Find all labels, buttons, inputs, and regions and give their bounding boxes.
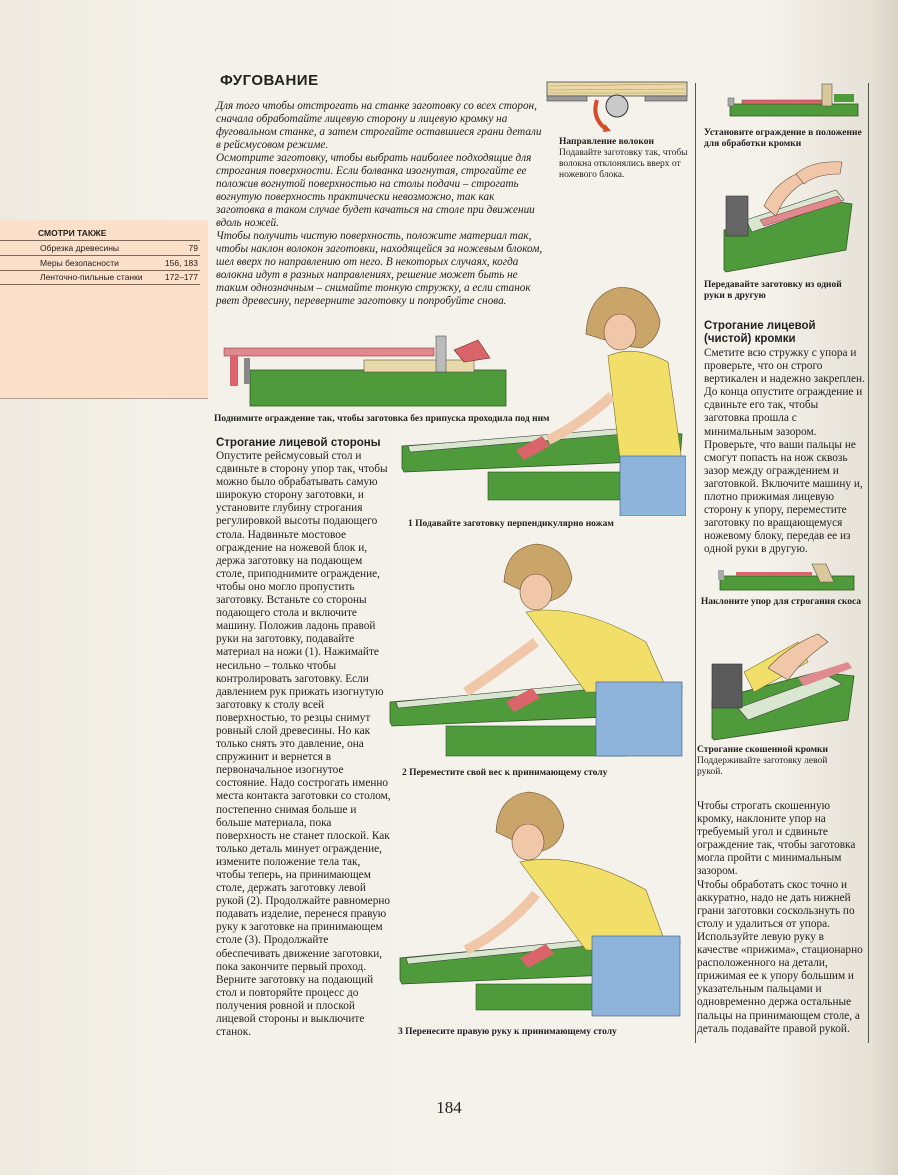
see-also-item[interactable]: Обрезка древесины 79	[40, 243, 198, 253]
divider	[0, 240, 200, 241]
see-also-pages: 156, 183	[164, 258, 198, 268]
bevel-caption-title: Строгание скошенной кромки	[697, 745, 828, 755]
grain-heading: Направление волокон	[559, 137, 654, 147]
hand-to-hand-illustration	[723, 161, 853, 273]
column-rule	[695, 83, 696, 1043]
step-1-illustration	[401, 287, 686, 516]
step-3-illustration	[399, 791, 681, 1017]
step-3-caption: 3 Перенесите правую руку к принимающему …	[398, 1027, 617, 1037]
tilt-fence-caption: Наклоните упор для строгания скоса	[700, 597, 862, 607]
fence-edge-caption: Установите ограждение в положение для об…	[704, 128, 862, 149]
column-rule	[868, 83, 869, 1043]
see-also-box: СМОТРИ ТАКЖЕ Обрезка древесины 79 Меры б…	[0, 220, 208, 399]
grain-direction-illustration	[546, 81, 688, 132]
bevel-body: Чтобы строгать скошенную кромку, наклони…	[697, 800, 865, 1036]
step-2-caption: 2 Переместите свой вес к принимающему ст…	[402, 768, 608, 778]
see-also-item[interactable]: Меры безопасности 156, 183	[40, 258, 198, 268]
fence-raise-illustration	[223, 335, 507, 407]
fence-raise-caption: Поднимите ограждение так, чтобы заготовк…	[214, 414, 550, 424]
divider	[0, 255, 200, 256]
intro-paragraph: Для того чтобы отстрогать на станке заго…	[216, 100, 542, 151]
intro-text: Для того чтобы отстрогать на станке заго…	[216, 100, 546, 308]
see-also-label: Ленточно-пильные станки	[40, 272, 143, 282]
hand-to-hand-caption: Передавайте заготовку из одной руки в др…	[704, 280, 842, 301]
see-also-label: Меры безопасности	[40, 258, 119, 268]
divider	[0, 270, 200, 271]
see-also-pages: 79	[188, 243, 198, 253]
step-1-caption: 1 Подавайте заготовку перпендикулярно но…	[408, 519, 614, 529]
edge-text: Сметите всю стружку с упора и проверьте,…	[704, 347, 865, 556]
edge-heading: Строгание лицевой (чистой) кромки	[704, 320, 816, 345]
see-also-heading: СМОТРИ ТАКЖЕ	[38, 228, 107, 238]
page-number: 184	[436, 1098, 462, 1117]
step-2-illustration	[389, 543, 683, 757]
grain-text: Подавайте заготовку так, чтобы волокна о…	[559, 148, 688, 180]
face-text: Опустите рейсмусовый стол и сдвиньте в с…	[216, 450, 391, 1039]
see-also-pages: 172–177	[164, 272, 198, 282]
divider	[0, 284, 200, 285]
fence-edge-illustration	[727, 83, 859, 117]
bevel-paragraph: Чтобы строгать скошенную кромку, наклони…	[697, 800, 856, 878]
page-title: ФУГОВАНИЕ	[220, 72, 319, 89]
see-also-label: Обрезка древесины	[40, 243, 120, 253]
see-also-item[interactable]: Ленточно-пильные станки 172–177	[40, 272, 198, 282]
tilt-fence-illustration	[718, 563, 855, 591]
intro-paragraph: Осмотрите заготовку, чтобы выбрать наибо…	[216, 152, 535, 229]
face-heading: Строгание лицевой стороны	[216, 437, 381, 449]
bevel-caption-text: Поддерживайте заготовку левой рукой.	[697, 756, 828, 777]
bevel-illustration	[711, 633, 855, 741]
intro-paragraph: Чтобы получить чистую поверхность, полож…	[216, 230, 543, 307]
bevel-paragraph: Чтобы обработать скос точно и аккуратно,…	[697, 878, 863, 1035]
